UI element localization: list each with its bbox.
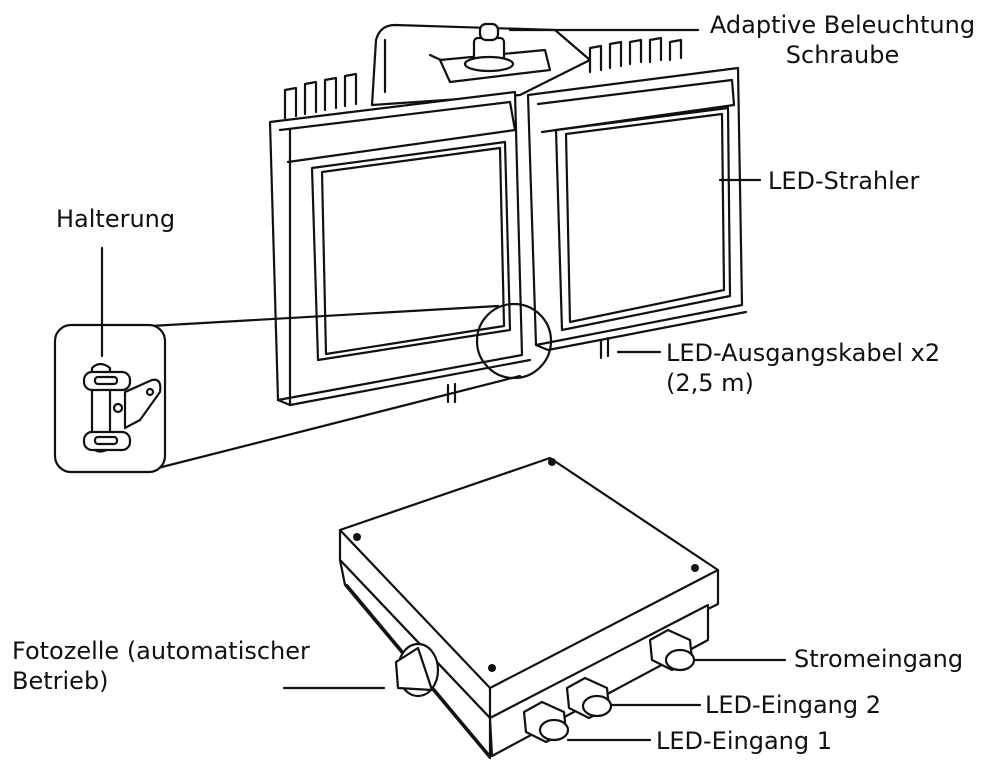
screw-label: Adaptive Beleuchtung Schraube (700, 10, 985, 70)
heat-sink-fins (283, 36, 683, 120)
bracket-detail (53, 323, 167, 474)
led-panel-right (526, 66, 748, 352)
led-illuminator (114, 22, 748, 472)
control-box (338, 456, 720, 760)
gland-led-2 (565, 676, 613, 720)
photocell-label: Fotozelle (automatischer Betrieb) (12, 636, 310, 696)
photocell (394, 642, 440, 698)
led-input-1-label: LED-Eingang 1 (656, 727, 833, 755)
screw-label-line1: Adaptive Beleuchtung (709, 11, 976, 39)
zoom-line-top (114, 304, 500, 330)
leader-lines (100, 28, 787, 742)
zoom-line-bottom (148, 374, 522, 472)
cable-label-line1: LED-Ausgangskabel x2 (666, 339, 941, 367)
power-input-label: Stromeingang (794, 645, 964, 673)
led-spot-label: LED-Strahler (768, 167, 920, 195)
photocell-label-line1: Fotozelle (automatischer (12, 637, 310, 665)
led-panel-left (268, 90, 532, 407)
photocell-label-line2: Betrieb) (12, 667, 109, 695)
screw-label-line2: Schraube (785, 41, 900, 69)
adaptive-screw (463, 22, 515, 73)
cable-label: LED-Ausgangskabel x2 (2,5 m) (666, 338, 940, 398)
bracket-label: Halterung (56, 205, 176, 233)
led-input-2-label: LED-Eingang 2 (705, 691, 882, 719)
gland-led-1 (522, 700, 570, 744)
cable-label-line2: (2,5 m) (666, 369, 754, 397)
